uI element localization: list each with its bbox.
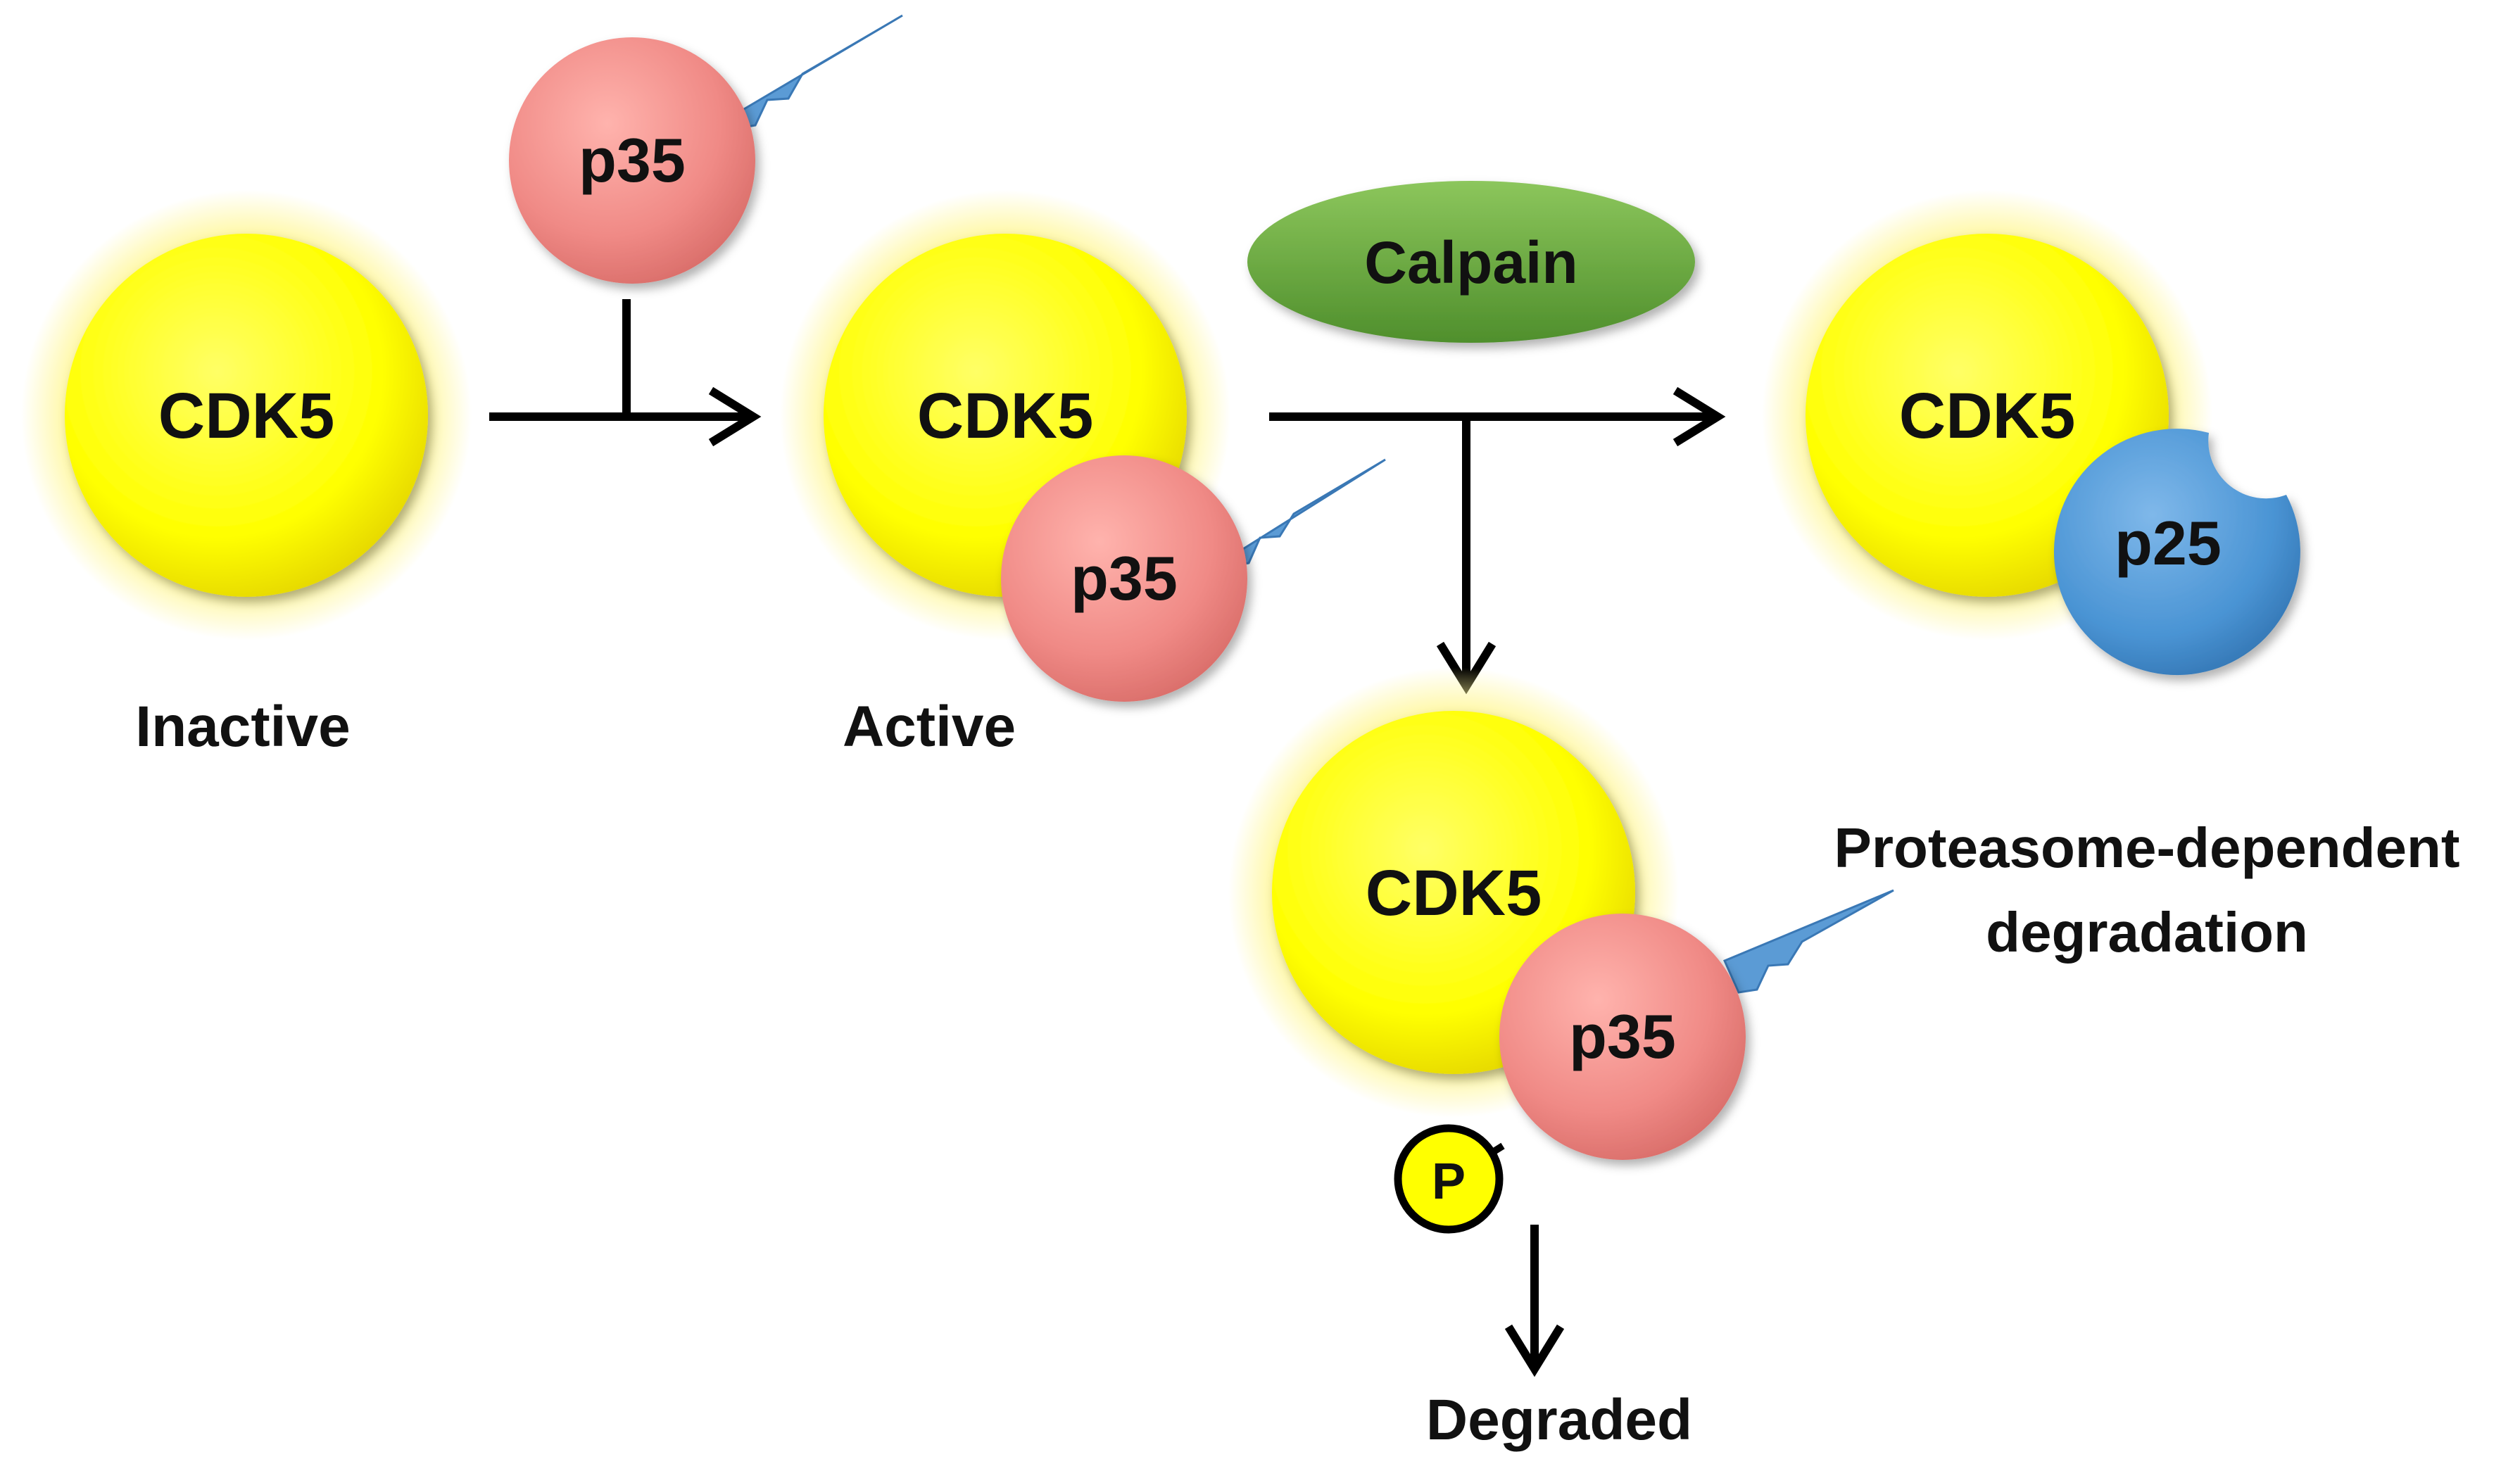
calpain-group: Calpain xyxy=(1247,181,1695,343)
cdk5-inactive-group: CDK5 xyxy=(21,190,472,640)
p35-active-label: p35 xyxy=(1071,543,1178,613)
cdk5-inactive-label: CDK5 xyxy=(158,380,334,452)
cleavage-arrow xyxy=(1269,386,1726,695)
cdk5-degraded-group: CDK5 p35 P xyxy=(1228,667,1894,1234)
degraded-label: Degraded xyxy=(1426,1388,1692,1452)
inactive-label: Inactive xyxy=(135,695,350,759)
p25-node xyxy=(2053,429,2300,676)
activation-arrow xyxy=(489,299,762,447)
cdk5-active-label: CDK5 xyxy=(917,380,1093,452)
degraded-arrow xyxy=(1504,1225,1565,1377)
p35-free-label: p35 xyxy=(579,125,686,195)
lightning-icon xyxy=(1723,889,1894,994)
arrow-head-icon xyxy=(1672,386,1726,447)
p35-degraded-node xyxy=(1499,914,1746,1160)
cdk5-inactive-node xyxy=(65,234,428,597)
phospho-node xyxy=(1394,1124,1504,1234)
arrow-head-icon xyxy=(1504,1324,1565,1377)
lightning-icon xyxy=(1230,458,1386,567)
p35-active-node xyxy=(1001,455,1247,702)
proteasome-label-line2: degradation xyxy=(1986,901,2308,964)
active-label: Active xyxy=(843,695,1016,759)
p35-degraded-label: p35 xyxy=(1569,1002,1676,1071)
lightning-icon xyxy=(730,14,903,130)
p25-label: p25 xyxy=(2115,508,2222,578)
cdk5-degraded-label: CDK5 xyxy=(1366,857,1542,929)
p35-free-group: p35 xyxy=(509,14,903,284)
phospho-label: P xyxy=(1432,1154,1466,1210)
cdk5-active-group: CDK5 p35 xyxy=(780,190,1386,702)
cdk5-p25-group: CDK5 p25 xyxy=(1762,190,2300,676)
p35-free-node xyxy=(509,37,755,284)
calpain-node xyxy=(1247,181,1695,343)
cdk5-p25-label: CDK5 xyxy=(1899,380,2075,452)
calpain-label: Calpain xyxy=(1364,229,1577,296)
proteasome-label-line1: Proteasome-dependent xyxy=(1834,816,2459,879)
arrow-head-icon xyxy=(708,386,762,447)
